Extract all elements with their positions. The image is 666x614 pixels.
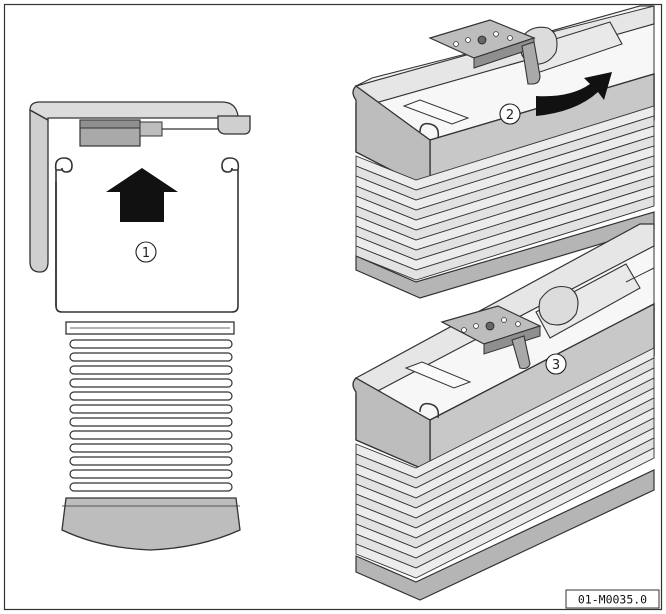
rail-front-lip — [419, 122, 440, 139]
bracket-hole — [501, 317, 507, 323]
mechanism-wheel — [538, 285, 579, 326]
figure-reference: 01-M0035.0 — [578, 593, 647, 607]
pleat — [69, 417, 233, 427]
pleat — [69, 365, 233, 375]
callout-1-circle — [135, 241, 157, 263]
bracket-clip — [217, 115, 251, 135]
bottom-rail-bottom — [355, 469, 655, 601]
curved-arrow-icon — [536, 72, 612, 116]
cross-section-view: 1 — [29, 101, 251, 551]
rail-front-lip — [419, 402, 440, 419]
callout-1: 1 — [142, 246, 150, 261]
cord-strip — [404, 361, 472, 389]
axle-line — [625, 267, 655, 283]
bracket-top — [29, 101, 239, 122]
bracket-screw — [485, 321, 495, 331]
perspective-view-bottom: 3 — [352, 223, 655, 601]
bracket-clip-lever — [521, 41, 541, 85]
pleat — [69, 469, 233, 479]
perspective-view-top: 2 — [352, 5, 655, 299]
callout-2: 2 — [506, 108, 514, 123]
pleat — [69, 482, 233, 492]
pleat — [69, 430, 233, 440]
bracket-hole — [461, 327, 467, 333]
figure-reference-box — [565, 589, 660, 609]
rail-block-top — [79, 119, 141, 129]
pleat — [69, 352, 233, 362]
head-rail-profile — [54, 157, 240, 313]
bracket-hole — [515, 321, 521, 327]
rail-end-cap — [352, 377, 431, 473]
pleat-stack — [69, 339, 233, 492]
pleat — [355, 447, 655, 579]
pleat — [69, 404, 233, 414]
callout-2-circle — [499, 103, 521, 125]
pleat — [69, 339, 233, 349]
pleat — [69, 378, 233, 388]
bracket-vertical — [29, 108, 49, 273]
figure-frame — [3, 3, 663, 611]
rail-slider — [139, 121, 163, 137]
bracket-screw — [477, 35, 487, 45]
bracket-hole — [507, 35, 513, 41]
bracket-hole — [465, 37, 471, 43]
pleat — [69, 443, 233, 453]
bottom-rail — [61, 497, 241, 551]
pleat-stack-bottom — [355, 347, 655, 579]
bracket-hole — [453, 41, 459, 47]
callout-3: 3 — [552, 358, 560, 373]
pleat — [69, 456, 233, 466]
bracket-clip-lever — [511, 335, 531, 370]
arrow-up-icon — [106, 168, 178, 222]
callout-3-circle — [545, 353, 567, 375]
bracket-hole — [493, 31, 499, 37]
cord-strip — [402, 99, 470, 125]
bracket-hole — [473, 323, 479, 329]
pleat — [69, 391, 233, 401]
